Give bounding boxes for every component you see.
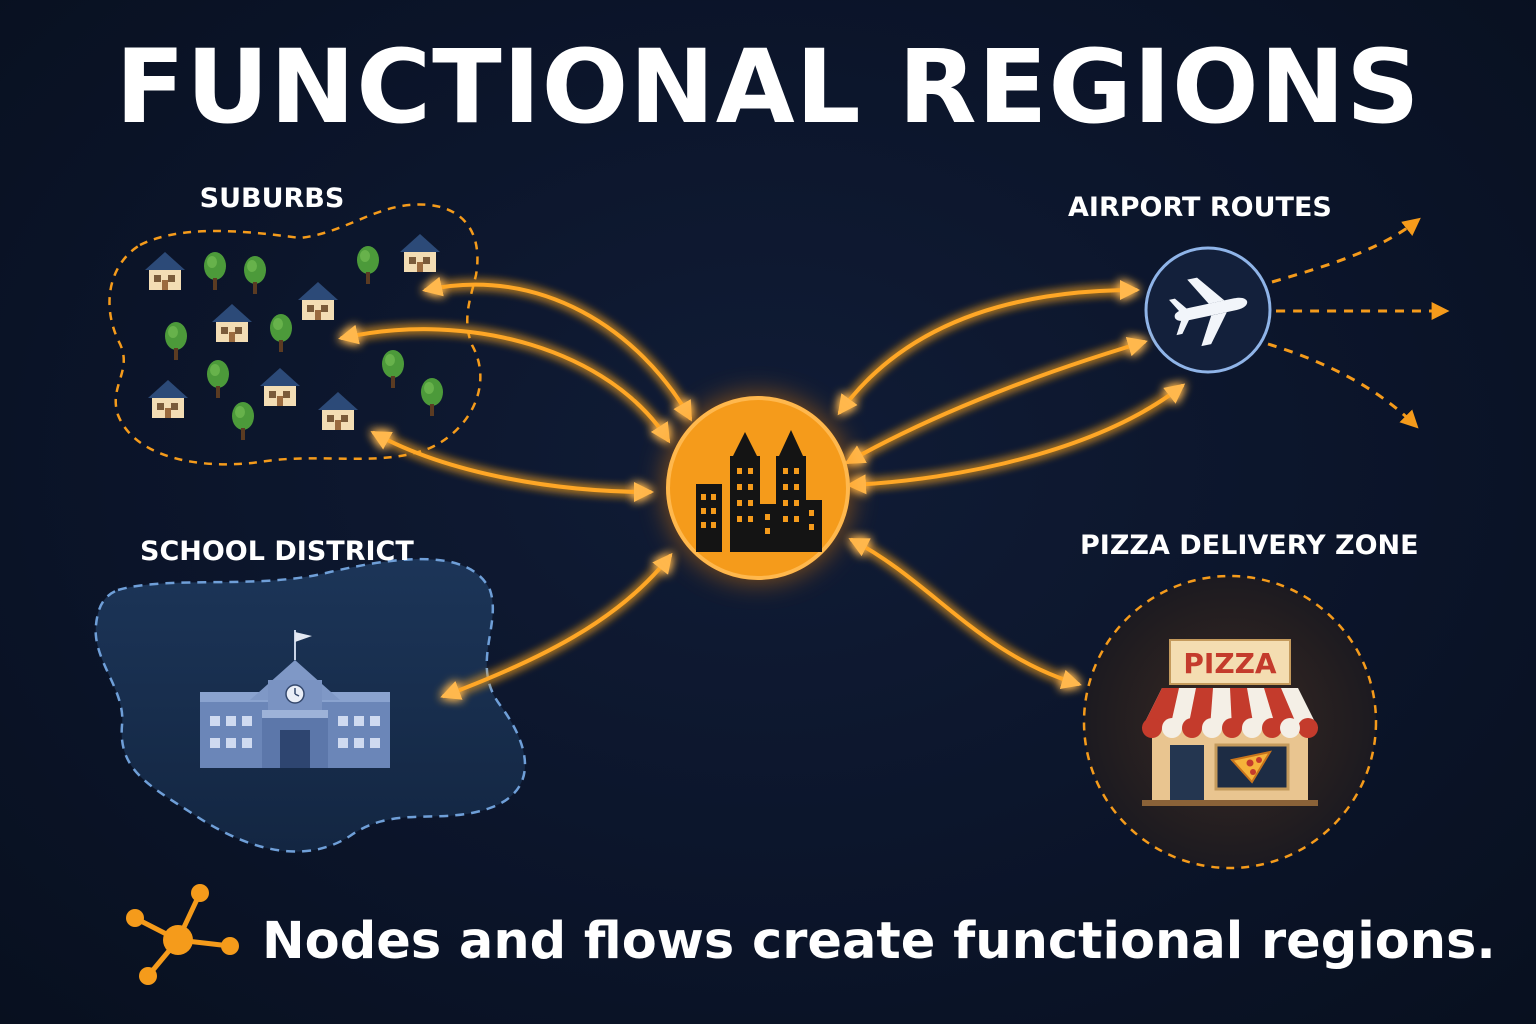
flow-arrow-suburbs-2 [338,324,671,444]
pizza-sign-text: PIZZA [1183,647,1277,680]
tree-icon [382,350,404,388]
route-arrow [1271,217,1421,284]
tree-icon [204,252,226,290]
flow-arrow-suburbs-1 [422,276,692,422]
airport-routes-label: AIRPORT ROUTES [1068,192,1332,223]
suburbs-label: SUBURBS [199,183,345,214]
tree-icon [357,246,379,284]
tree-icon [207,360,229,398]
flow-arrow-suburbs-3 [370,431,654,502]
page-title: FUNCTIONAL REGIONS [115,28,1421,147]
airport-outbound-routes [1267,217,1450,429]
school-district-label: SCHOOL DISTRICT [140,536,414,567]
house-icon [318,392,358,430]
house-icon [212,304,252,342]
house-icon [260,368,300,406]
flow-arrows [338,276,1186,700]
flow-arrow-school [440,552,673,700]
pizza-delivery-zone-label: PIZZA DELIVERY ZONE [1080,530,1419,561]
airplane-icon [1169,277,1248,347]
city-skyline-icon [696,430,822,552]
house-icon [148,380,188,418]
school-building-icon [200,630,390,768]
tree-icon [232,402,254,440]
network-nodes-icon [126,884,239,985]
flow-arrow-pizza [848,538,1082,690]
flow-arrow-airport-3 [846,383,1186,495]
pizza-shop-icon [1142,639,1318,806]
tree-icon [244,256,266,294]
tree-icon [421,378,443,416]
house-icon [400,234,440,272]
tree-icon [165,322,187,360]
house-icon [298,282,338,320]
caption-text: Nodes and flows create functional region… [262,912,1496,971]
suburbs-trees [165,246,443,440]
tree-icon [270,314,292,352]
house-icon [145,252,185,290]
route-arrow [1267,342,1419,429]
